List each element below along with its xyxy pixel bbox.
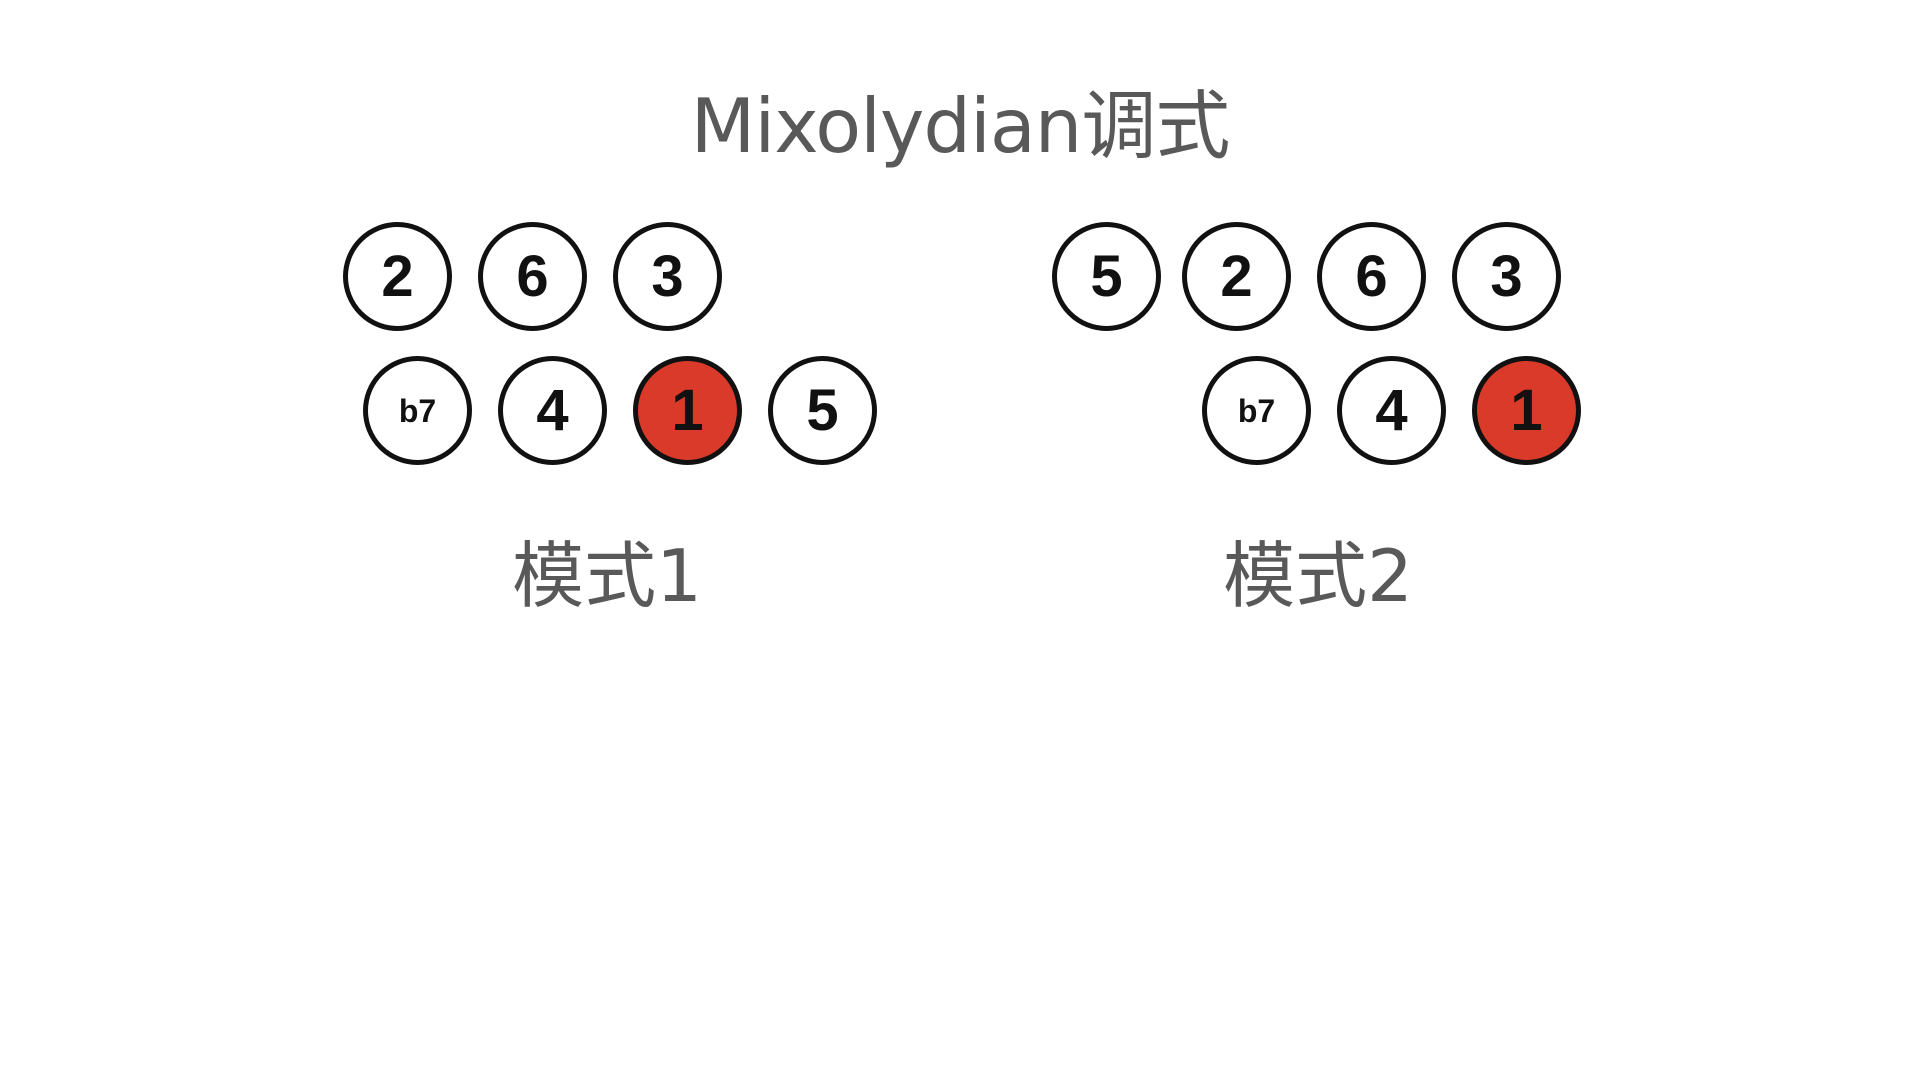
- pattern-1-label: 模式1: [512, 534, 702, 618]
- note-circle: 5: [1052, 222, 1161, 331]
- note-circle: 2: [1182, 222, 1291, 331]
- pattern-2-label: 模式2: [1223, 534, 1413, 618]
- note-circle: 6: [478, 222, 587, 331]
- note-circle: 2: [343, 222, 452, 331]
- root-note-circle: 1: [633, 356, 742, 465]
- note-circle: b7: [1202, 356, 1311, 465]
- note-circle: 3: [613, 222, 722, 331]
- root-note-circle: 1: [1472, 356, 1581, 465]
- note-circle: 4: [498, 356, 607, 465]
- note-circle: b7: [363, 356, 472, 465]
- note-circle: 3: [1452, 222, 1561, 331]
- note-circle: 5: [768, 356, 877, 465]
- note-circle: 6: [1317, 222, 1426, 331]
- page-title: Mixolydian调式: [690, 82, 1231, 170]
- note-circle: 4: [1337, 356, 1446, 465]
